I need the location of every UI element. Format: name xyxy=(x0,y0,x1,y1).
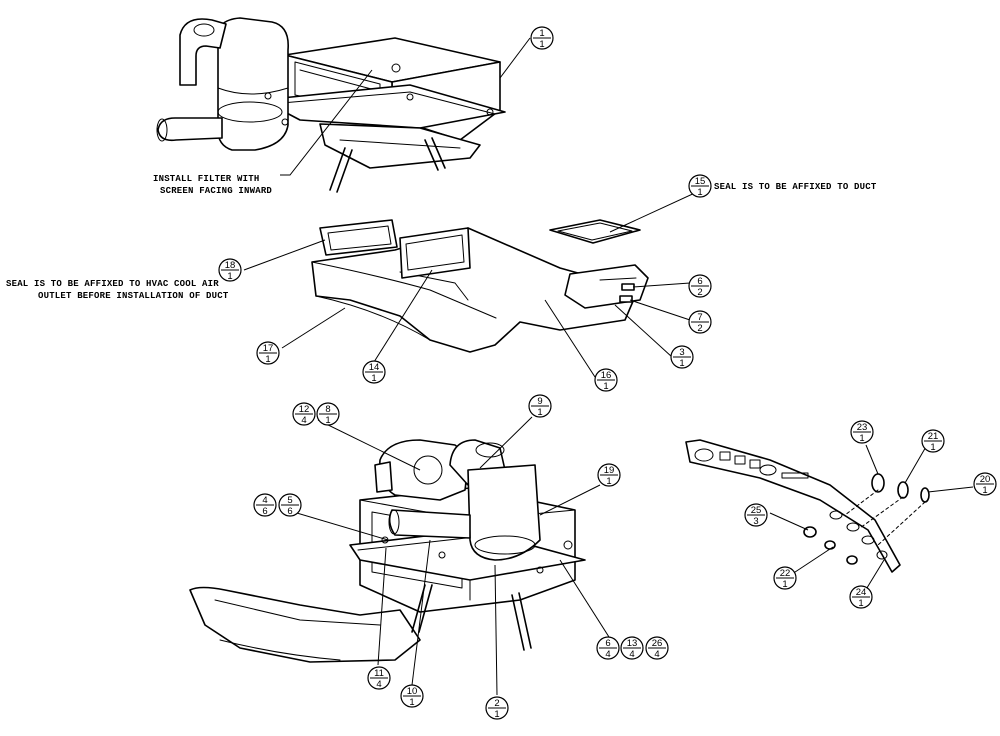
callout-quantity: 1 xyxy=(537,407,542,418)
callout-quantity: 1 xyxy=(606,476,611,487)
callout-quantity: 4 xyxy=(629,649,634,660)
callout-quantity: 2 xyxy=(697,323,702,334)
callout-quantity: 1 xyxy=(494,709,499,720)
callout-quantity: 1 xyxy=(265,354,270,365)
callout-17-6: 171 xyxy=(256,341,280,365)
note-seal-duct: SEAL IS TO BE AFFIXED TO DUCT xyxy=(714,182,877,192)
callout-8-10: 81 xyxy=(316,402,340,426)
callout-item-number: 4 xyxy=(262,495,267,506)
callout-quantity: 6 xyxy=(287,506,292,517)
callout-item-number: 13 xyxy=(627,638,638,649)
callout-3-5: 31 xyxy=(670,345,694,369)
callout-item-number: 6 xyxy=(697,276,702,287)
callout-2-17: 21 xyxy=(485,696,509,720)
note-seal-hvac-line1: SEAL IS TO BE AFFIXED TO HVAC COOL AIR xyxy=(6,279,219,289)
callout-24-26: 241 xyxy=(849,585,873,609)
hvac-unit-lower xyxy=(189,439,586,663)
callout-item-number: 18 xyxy=(225,260,236,271)
callout-20-23: 201 xyxy=(973,472,997,496)
callout-quantity: 3 xyxy=(753,516,758,527)
callout-quantity: 1 xyxy=(697,187,702,198)
callout-quantity: 1 xyxy=(679,358,684,369)
callout-item-number: 20 xyxy=(980,474,991,485)
callout-quantity: 1 xyxy=(227,271,232,282)
seal-15 xyxy=(549,219,641,244)
callout-quantity: 1 xyxy=(858,598,863,609)
callout-6-3: 62 xyxy=(688,274,712,298)
duct-assembly xyxy=(311,219,649,353)
note-seal-hvac-line2: OUTLET BEFORE INSTALLATION OF DUCT xyxy=(38,291,229,301)
callout-item-number: 6 xyxy=(605,638,610,649)
callout-item-number: 26 xyxy=(652,638,663,649)
callout-item-number: 10 xyxy=(407,686,418,697)
callout-15-1: 151 xyxy=(688,174,712,198)
callout-item-number: 15 xyxy=(695,176,706,187)
callout-quantity: 6 xyxy=(262,506,267,517)
callout-quantity: 4 xyxy=(654,649,659,660)
callout-quantity: 1 xyxy=(325,415,330,426)
callout-quantity: 4 xyxy=(301,415,306,426)
callout-7-4: 72 xyxy=(688,310,712,334)
callout-5-14: 56 xyxy=(278,493,302,517)
callout-quantity: 4 xyxy=(605,649,610,660)
callout-1-0: 11 xyxy=(530,26,554,50)
callout-26-20: 264 xyxy=(645,636,669,660)
callout-item-number: 3 xyxy=(679,347,684,358)
callout-21-22: 211 xyxy=(921,429,945,453)
callout-19-12: 191 xyxy=(597,463,621,487)
callout-10-16: 101 xyxy=(400,684,424,708)
callout-item-number: 8 xyxy=(325,404,330,415)
notes: INSTALL FILTER WITH SCREEN FACING INWARD… xyxy=(6,174,877,301)
callout-item-number: 11 xyxy=(374,668,384,679)
callout-item-number: 9 xyxy=(537,396,542,407)
callout-13-19: 134 xyxy=(620,636,644,660)
callout-quantity: 1 xyxy=(539,39,544,50)
callout-item-number: 2 xyxy=(494,698,499,709)
callout-quantity: 4 xyxy=(376,679,381,690)
callout-quantity: 1 xyxy=(859,433,864,444)
callout-item-number: 17 xyxy=(263,343,274,354)
callout-quantity: 1 xyxy=(930,442,935,453)
callout-quantity: 1 xyxy=(982,485,987,496)
control-panel xyxy=(685,439,930,573)
callout-item-number: 19 xyxy=(604,465,615,476)
callout-23-21: 231 xyxy=(850,420,874,444)
callout-6-18: 64 xyxy=(596,636,620,660)
note-filter-line2: SCREEN FACING INWARD xyxy=(160,186,272,196)
callout-item-number: 23 xyxy=(857,422,868,433)
note-filter-line1: INSTALL FILTER WITH xyxy=(153,174,259,184)
callout-22-25: 221 xyxy=(773,566,797,590)
callout-item-number: 5 xyxy=(287,495,292,506)
callout-item-number: 16 xyxy=(601,370,612,381)
callout-12-9: 124 xyxy=(292,402,316,426)
callout-14-7: 141 xyxy=(362,360,386,384)
callout-18-2: 181 xyxy=(218,258,242,282)
callout-quantity: 1 xyxy=(782,579,787,590)
callout-item-number: 25 xyxy=(751,505,762,516)
callout-16-8: 161 xyxy=(594,368,618,392)
callout-quantity: 2 xyxy=(697,287,702,298)
leader-lines xyxy=(243,37,974,696)
callout-25-24: 253 xyxy=(744,503,768,527)
callout-quantity: 1 xyxy=(603,381,608,392)
callout-item-number: 12 xyxy=(299,404,310,415)
callout-9-11: 91 xyxy=(528,394,552,418)
callout-4-13: 46 xyxy=(253,493,277,517)
callout-item-number: 1 xyxy=(539,28,544,39)
callout-item-number: 24 xyxy=(856,587,867,598)
callout-item-number: 21 xyxy=(928,431,939,442)
callout-11-15: 114 xyxy=(367,666,391,690)
callout-quantity: 1 xyxy=(409,697,414,708)
callout-item-number: 7 xyxy=(697,312,702,323)
callout-quantity: 1 xyxy=(371,373,376,384)
hvac-unit-top xyxy=(156,17,506,193)
callout-item-number: 22 xyxy=(780,568,791,579)
callout-item-number: 14 xyxy=(369,362,380,373)
